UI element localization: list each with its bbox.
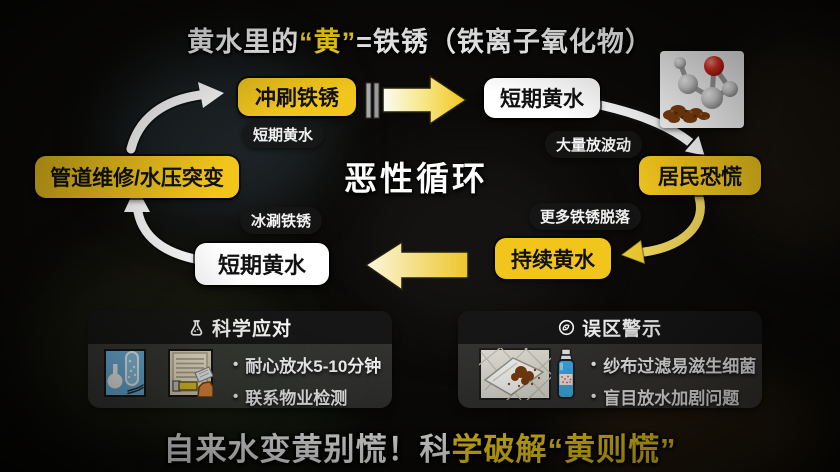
arrow-persistent-to-shortterm	[364, 240, 469, 292]
label-volume-fluctuation: 大量放波动	[545, 131, 643, 158]
rust-powder	[663, 105, 710, 123]
rust-molecule-image	[660, 51, 744, 128]
misconception-bullet: 纱布过滤易滋生细菌	[591, 352, 756, 377]
panel-misconception-warning: 误区警示	[458, 311, 762, 408]
arrow-pipe-to-flush	[124, 82, 224, 156]
vicious-cycle-label: 恶性循环	[344, 160, 488, 197]
headline-yellow-part: 学破解	[451, 432, 548, 467]
panel-science-title: 科学应对	[211, 319, 292, 340]
panel-science-response: 科学应对	[88, 311, 392, 408]
headline-quoted-part: “黄则慌”	[547, 432, 677, 467]
water-bottle-icon	[556, 348, 576, 405]
headline-white-part: 自来水变黄别慌！科	[163, 432, 452, 467]
misconception-bullet: 盲目放水加剧问题	[591, 384, 756, 409]
title-prefix: 黄水里的	[187, 27, 300, 57]
node-pipe-repair: 管道维修/水压突变	[35, 156, 239, 198]
speech-circle-icon	[558, 319, 575, 336]
title-highlight: “黄”	[299, 27, 357, 57]
science-bullet-list: 耐心放水5-10分钟 联系物业检测	[233, 352, 381, 416]
gauze-filter-icon	[474, 343, 564, 405]
science-bullet: 耐心放水5-10分钟	[233, 352, 381, 377]
flask-icon	[190, 320, 203, 336]
title-suffix: =铁锈（铁离子氧化物）	[356, 27, 653, 57]
label-short-term-yellow-top: 短期黄水	[242, 121, 325, 148]
label-more-rust-falls: 更多铁锈脱落	[529, 203, 642, 230]
arrow-flush-to-shortterm	[365, 74, 468, 126]
node-short-term-yellow-top: 短期黄水	[484, 78, 600, 118]
panel-misconception-header: 误区警示	[458, 311, 762, 344]
panel-science-header: 科学应对	[88, 311, 392, 344]
node-flush-rust: 冲刷铁锈	[238, 78, 356, 116]
panel-misconception-title: 误区警示	[581, 319, 662, 340]
lab-test-icon	[104, 349, 146, 402]
node-short-term-yellow-bottom: 短期黄水	[195, 243, 329, 285]
bottom-headline: 自来水变黄别慌！科学破解“黄则慌”	[0, 424, 840, 469]
molecule-illustration	[663, 56, 738, 123]
node-resident-panic: 居民恐慌	[639, 156, 761, 195]
inspection-report-icon	[168, 349, 214, 402]
label-rinse-rust: 冰涮铁锈	[240, 207, 323, 234]
science-bullet: 联系物业检测	[233, 384, 381, 409]
misconception-bullet-list: 纱布过滤易滋生细菌 盲目放水加剧问题	[591, 352, 756, 416]
node-persistent-yellow: 持续黄水	[495, 238, 611, 279]
